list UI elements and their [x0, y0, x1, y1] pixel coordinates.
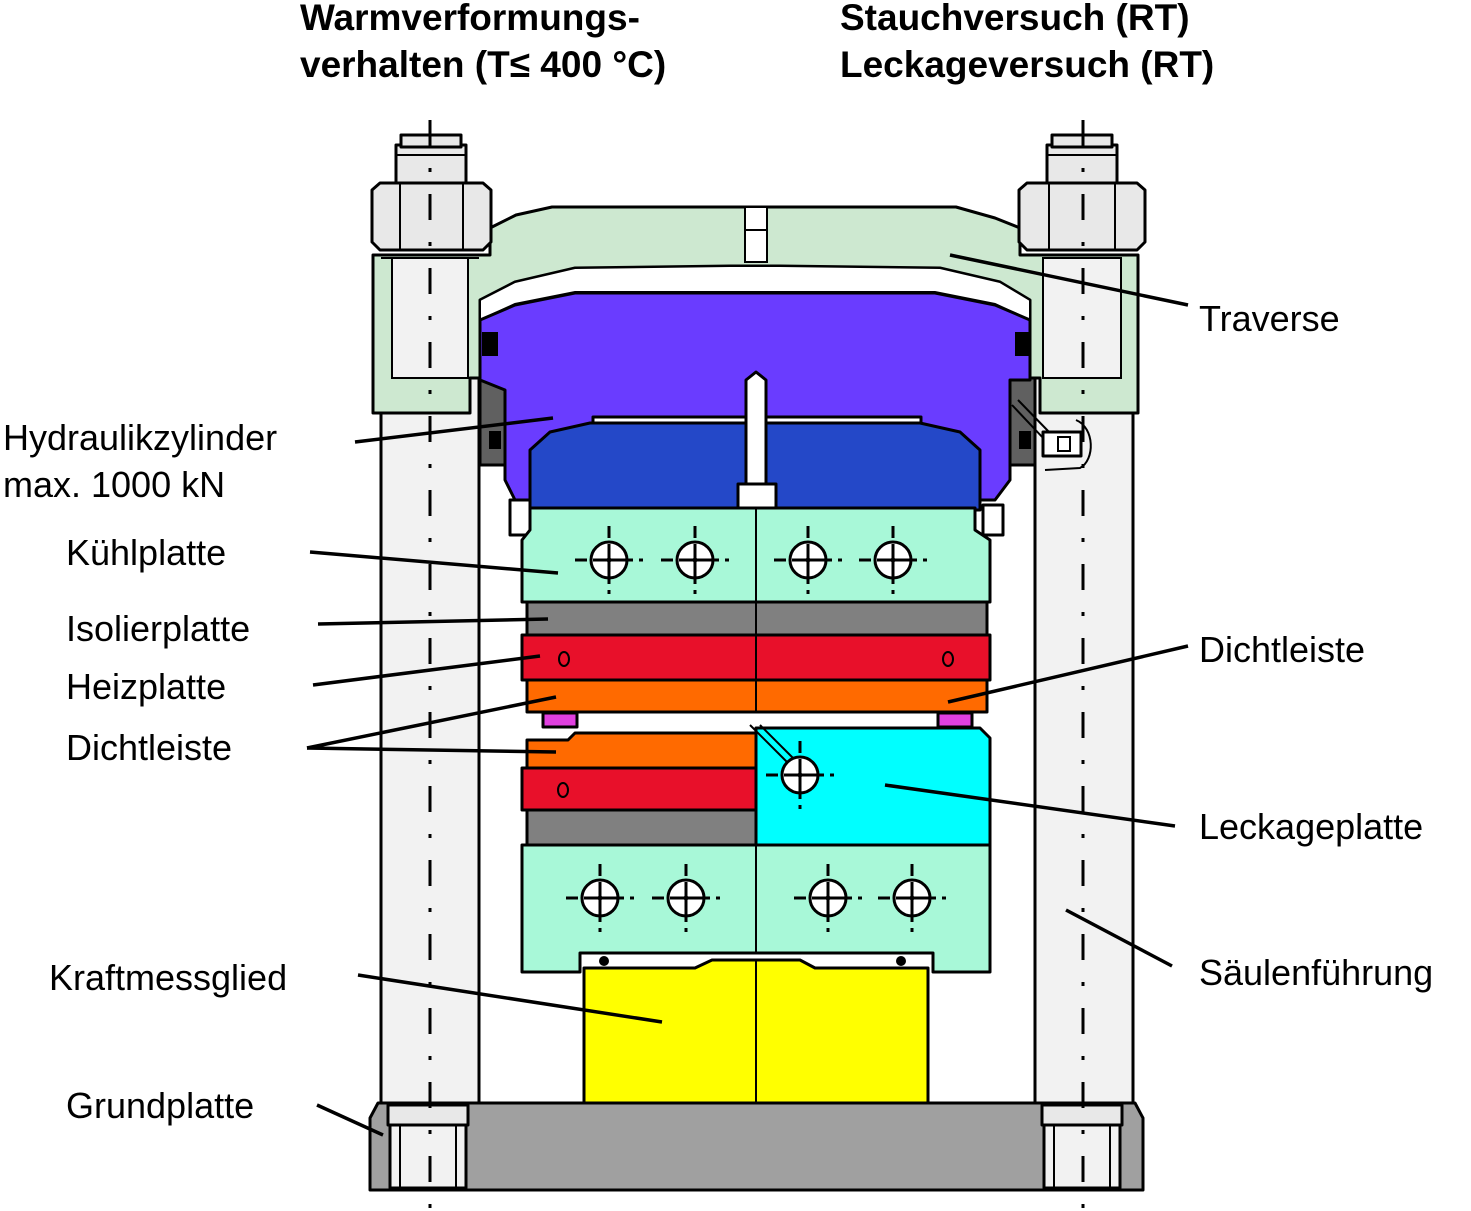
leader-traverse — [949, 253, 1189, 307]
label-heizplatte: Heizplatte — [66, 666, 226, 707]
label-kraftmessglied: Kraftmessglied — [49, 957, 287, 998]
lower-heating-plate — [520, 766, 758, 812]
label-hydraulik-line1: Hydraulikzylinder — [3, 417, 277, 458]
leader-dichtleiste-left-a — [306, 695, 557, 750]
leader-kuehlplatte — [309, 550, 559, 575]
left-stop-piece — [508, 498, 532, 537]
header-left-line1: Warmverformungs- — [300, 0, 640, 38]
label-dichtleiste-right: Dichtleiste — [1199, 629, 1365, 670]
leader-saeulenfuehrung — [1065, 908, 1173, 968]
upper-heating-hole-left — [558, 651, 570, 667]
lower-sealing-bar — [525, 731, 758, 770]
left-seal-strip — [541, 711, 579, 729]
left-guide-block — [478, 376, 507, 467]
lower-insulation-plate — [525, 808, 758, 847]
crosshair-bore — [878, 864, 946, 932]
crosshair-bore — [794, 864, 862, 932]
crosshair-bore — [859, 526, 927, 594]
load-cell-pin-right — [896, 956, 906, 966]
leakage-plate — [754, 726, 992, 847]
crosshair-bore — [652, 864, 720, 932]
base-plate — [368, 1101, 1145, 1192]
traverse-center-bore — [744, 206, 768, 263]
crosshair-bore — [661, 526, 729, 594]
label-saeulenfuehrung: Säulenführung — [1199, 952, 1433, 993]
crosshair-bore — [566, 864, 634, 932]
right-guide-block — [1006, 376, 1037, 467]
leader-kraftmessglied — [357, 973, 663, 1024]
label-hydraulik-line2: max. 1000 kN — [3, 464, 225, 505]
crosshair-bore — [774, 526, 842, 594]
cooling-bores — [566, 526, 946, 932]
piston-rod — [744, 370, 768, 490]
leader-heizplatte — [312, 654, 541, 687]
right-stop-piece — [981, 503, 1005, 537]
leader-isolierplatte — [317, 617, 549, 626]
leader-hydraulik — [354, 416, 554, 444]
right-seal-strip — [936, 711, 974, 729]
label-grundplatte: Grundplatte — [66, 1085, 254, 1126]
label-isolierplatte: Isolierplatte — [66, 608, 250, 649]
leader-leckageplatte — [884, 783, 1176, 828]
label-traverse: Traverse — [1199, 298, 1340, 339]
lower-heating-hole — [557, 782, 569, 798]
upper-heating-hole-right — [942, 651, 954, 667]
load-cell-pin-left — [599, 956, 609, 966]
leader-dichtleiste-left-b — [306, 746, 557, 754]
header-right-line1: Stauchversuch (RT) — [840, 0, 1190, 38]
left-lower-nut — [386, 1103, 470, 1190]
label-dichtleiste-left: Dichtleiste — [66, 727, 232, 768]
header-right-line2: Leckageversuch (RT) — [840, 44, 1214, 85]
label-leckageplatte: Leckageplatte — [1199, 806, 1423, 847]
header-left-line2: verhalten (T≤ 400 °C) — [300, 44, 666, 85]
label-kuehlplatte: Kühlplatte — [66, 532, 226, 573]
leader-dichtleiste-right — [947, 644, 1189, 704]
leader-grundplatte — [316, 1103, 384, 1137]
crosshair-bore — [575, 526, 643, 594]
crosshair-bore — [766, 741, 834, 809]
